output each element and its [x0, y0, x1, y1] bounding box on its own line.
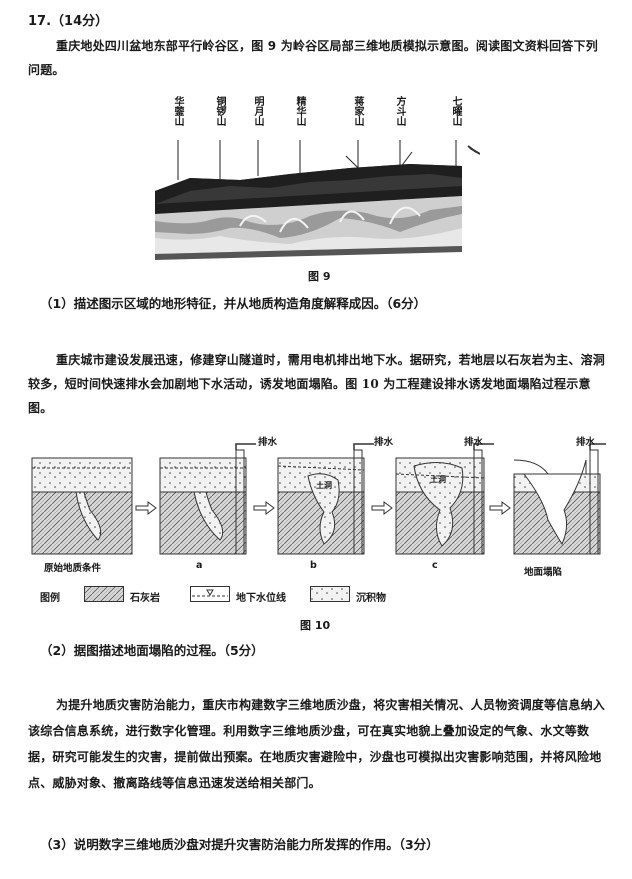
figure-10: 排水 排水 排水 排水 土洞 土洞 原始地质条件 a b c 地面塌陷: [28, 437, 608, 580]
stage-label-original: 原始地质条件: [44, 563, 102, 574]
geological-model-image: [155, 140, 481, 260]
sub-question-3: （3）说明数字三维地质沙盘对提升灾害防治能力所发挥的作用。（3分）: [40, 837, 439, 852]
mountain-label-mingyue: 明月山: [252, 96, 263, 126]
stage-label-collapse: 地面塌陷: [524, 567, 563, 578]
figure-9-caption: 图 9: [308, 270, 331, 283]
mountain-label-fangdou: 方斗山: [394, 96, 405, 126]
figure-10-caption: 图 10: [300, 619, 331, 632]
mountain-label-qiyao: 七曜山: [450, 96, 461, 126]
sub-question-1: （1）描述图示区域的地形特征，并从地质构造角度解释成因。（6分）: [40, 296, 427, 311]
stage-c: [395, 443, 494, 555]
drain-label-b: 排水: [374, 437, 394, 448]
drain-label-c: 排水: [464, 437, 484, 448]
mountain-label-tongluo: 铜锣山: [214, 96, 225, 126]
sub-question-2: （2）据图描述地面塌陷的过程。（5分）: [40, 643, 264, 658]
drain-label-collapse: 排水: [576, 437, 596, 448]
sediment-swatch-icon: [310, 586, 350, 602]
mountain-label-jiangjia: 蒋家山: [352, 96, 363, 126]
mountain-label-huaying: 华蓥山: [172, 96, 183, 126]
question-number: 17.（14分）: [28, 14, 109, 29]
stage-collapse: [513, 443, 606, 555]
mountain-label-jinghua: 精华山: [294, 96, 305, 126]
context-paragraph-2: 重庆城市建设发展迅速，修建穿山隧道时，需用电机排出地下水。据研究，若地层以石灰岩…: [28, 353, 606, 415]
figure-9: 华蓥山 铜锣山 明月山 精华山 蒋家山 方斗山 七曜山: [150, 96, 481, 264]
stage-label-c: c: [432, 560, 438, 571]
stage-original: [31, 457, 133, 555]
limestone-swatch-icon: [84, 586, 124, 602]
stage-label-a: a: [196, 560, 203, 571]
intro-paragraph: 重庆地处四川盆地东部平行岭谷区，图 9 为岭谷区局部三维地质模拟示意图。阅读图文…: [28, 39, 598, 77]
stage-label-b: b: [310, 560, 317, 571]
stage-a: [159, 443, 256, 555]
stage-b: [277, 443, 374, 555]
soil-cave-label-c: 土洞: [430, 475, 446, 484]
drain-label-a: 排水: [258, 437, 278, 448]
collapse-process-diagram: [31, 443, 606, 555]
legend-limestone: 石灰岩: [130, 593, 160, 604]
legend-sediment: 沉积物: [356, 593, 386, 604]
water-table-swatch-icon: [190, 586, 230, 602]
legend-title: 图例: [40, 593, 60, 604]
context-paragraph-3: 为提升地质灾害防治能力，重庆市构建数字三维地质沙盘，将灾害相关情况、人员物资调度…: [28, 698, 606, 790]
soil-cave-label-b: 土洞: [316, 481, 332, 490]
legend-water-table: 地下水位线: [236, 593, 286, 604]
figure-10-legend: 图例 石灰岩 地下水位线 沉积物: [40, 586, 440, 606]
